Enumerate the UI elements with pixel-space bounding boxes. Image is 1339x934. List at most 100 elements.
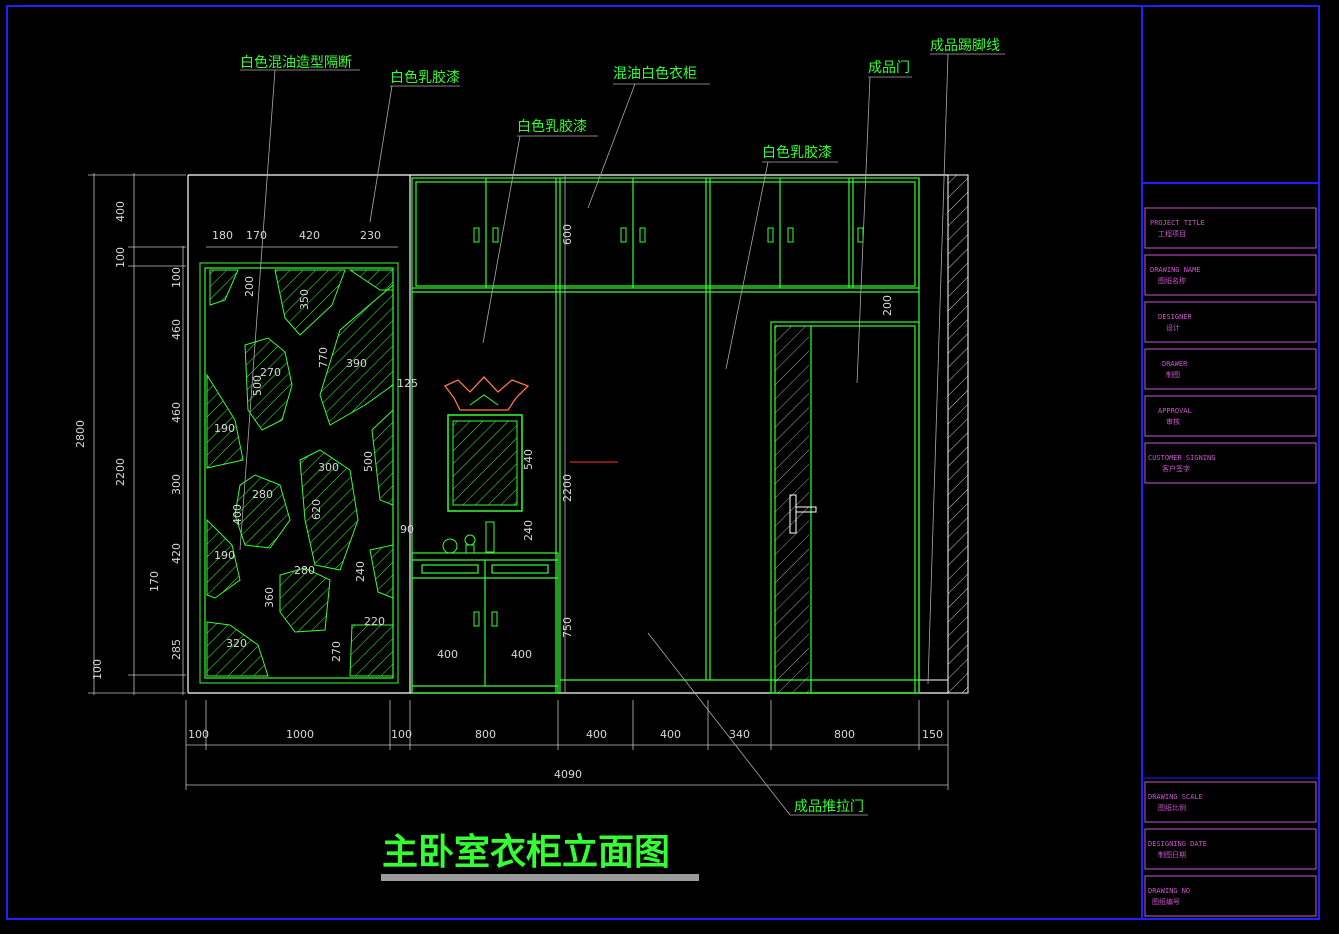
mirror bbox=[443, 376, 530, 512]
dim-label: 285 bbox=[170, 639, 183, 660]
dim-label: 240 bbox=[522, 520, 535, 541]
dim-label: 500 bbox=[362, 451, 375, 472]
partition-shape bbox=[279, 567, 331, 633]
dim-label: 100 bbox=[114, 247, 127, 268]
dim-label: 400 bbox=[231, 504, 244, 525]
dim-label: 320 bbox=[226, 637, 247, 650]
dim-label: 100 bbox=[188, 728, 209, 741]
drawing-title: 主卧室衣柜立面图 bbox=[382, 832, 670, 873]
callout-door: 成品门 bbox=[868, 60, 910, 76]
dim-label: 420 bbox=[170, 543, 183, 564]
dim-label: 390 bbox=[346, 357, 367, 370]
dim-label: 180 bbox=[212, 229, 233, 242]
callout-partition: 白色混油造型隔断 bbox=[240, 54, 352, 71]
title-field-cn: 图纸名称 bbox=[1158, 276, 1186, 285]
dim-label: 270 bbox=[330, 641, 343, 662]
partition-shape bbox=[206, 518, 241, 599]
leader-lines bbox=[239, 53, 1005, 816]
dim-label: 400 bbox=[114, 201, 127, 222]
dim-label: 170 bbox=[148, 571, 161, 592]
wall-section-hatch bbox=[947, 174, 969, 694]
title-field-en: DRAWING NAME bbox=[1150, 266, 1201, 274]
partition-shape bbox=[319, 283, 394, 426]
door-frame-hatch bbox=[775, 326, 809, 693]
dim-total: 4090 bbox=[554, 768, 582, 781]
title-field-box bbox=[1144, 207, 1317, 249]
title-field-en: DRAWING SCALE bbox=[1148, 793, 1203, 801]
title-field-en: DESIGNING DATE bbox=[1148, 840, 1207, 848]
dim-label: 300 bbox=[170, 474, 183, 495]
dim-label: 190 bbox=[214, 549, 235, 562]
dim-label: 100 bbox=[170, 267, 183, 288]
dim-label: 90 bbox=[400, 523, 414, 536]
partition-shape bbox=[371, 408, 394, 506]
dim-label: 150 bbox=[922, 728, 943, 741]
title-field-en: CUSTOMER SIGNING bbox=[1148, 454, 1215, 462]
dim-label: 1000 bbox=[286, 728, 314, 741]
title-field-cn: 设计 bbox=[1166, 323, 1180, 332]
dim-label: 240 bbox=[354, 561, 367, 582]
dim-label: 340 bbox=[729, 728, 750, 741]
title-field-en: DRAWING NO bbox=[1148, 887, 1190, 895]
dim-label: 360 bbox=[263, 587, 276, 608]
vanity-items bbox=[442, 521, 495, 554]
partition-shape bbox=[348, 269, 394, 291]
title-field-box bbox=[1144, 781, 1317, 823]
partition-shape bbox=[206, 373, 244, 469]
dim-label: 400 bbox=[586, 728, 607, 741]
dim-label: 125 bbox=[397, 377, 418, 390]
title-field-cn: 客户签字 bbox=[1162, 464, 1190, 473]
partition-shape bbox=[234, 474, 291, 549]
title-field-en: DRAWER bbox=[1162, 360, 1188, 368]
dim-label: 600 bbox=[561, 224, 574, 245]
dim-label: 770 bbox=[317, 347, 330, 368]
partition-shape bbox=[369, 544, 394, 599]
wardrobe bbox=[411, 177, 920, 694]
callout-latex-paint: 白色乳胶漆 bbox=[762, 144, 832, 161]
dim-label: 460 bbox=[170, 319, 183, 340]
partition-shape bbox=[274, 269, 346, 336]
dim-label: 400 bbox=[511, 648, 532, 661]
title-underline bbox=[381, 874, 699, 881]
callout-latex-paint: 白色乳胶漆 bbox=[517, 118, 587, 135]
dim-label: 540 bbox=[522, 449, 535, 470]
callout-baseboard: 成品踢脚线 bbox=[930, 38, 1000, 54]
dim-label: 800 bbox=[834, 728, 855, 741]
dim-label: 2200 bbox=[114, 458, 127, 486]
callout-sliding-door: 成品推拉门 bbox=[794, 799, 864, 815]
callout-latex-paint: 白色乳胶漆 bbox=[390, 69, 460, 86]
dim-label: 300 bbox=[318, 461, 339, 474]
title-field-cn: 审核 bbox=[1166, 417, 1180, 426]
title-field-box bbox=[1144, 254, 1317, 296]
title-field-cn: 工程项目 bbox=[1158, 229, 1186, 238]
title-field-en: DESIGNER bbox=[1158, 313, 1193, 321]
dim-label: 800 bbox=[475, 728, 496, 741]
title-field-box bbox=[1144, 301, 1317, 343]
dim-label: 280 bbox=[294, 564, 315, 577]
cabinet-handles bbox=[473, 227, 864, 627]
title-field-cn: 图纸编号 bbox=[1152, 897, 1180, 906]
partition-shape bbox=[206, 621, 269, 677]
dim-label: 750 bbox=[561, 617, 574, 638]
dim-label: 220 bbox=[364, 615, 385, 628]
dim-label: 350 bbox=[298, 289, 311, 310]
partition-shape bbox=[209, 269, 239, 306]
decorative-partition bbox=[199, 262, 399, 684]
dim-label: 230 bbox=[360, 229, 381, 242]
dim-label: 2200 bbox=[561, 474, 574, 502]
dim-label: 2800 bbox=[74, 420, 87, 448]
dim-label: 400 bbox=[660, 728, 681, 741]
dim-label: 200 bbox=[243, 276, 256, 297]
title-field-cn: 制图 bbox=[1166, 370, 1180, 379]
dim-label: 200 bbox=[881, 295, 894, 316]
dim-label: 100 bbox=[91, 659, 104, 680]
partition-shape bbox=[349, 624, 394, 677]
dim-label: 270 bbox=[260, 366, 281, 379]
dimension-lines bbox=[88, 173, 949, 790]
dim-label: 620 bbox=[310, 499, 323, 520]
title-field-box bbox=[1144, 442, 1317, 484]
dim-label: 420 bbox=[299, 229, 320, 242]
dim-label: 500 bbox=[251, 375, 264, 396]
drawing-frame bbox=[6, 5, 1320, 920]
